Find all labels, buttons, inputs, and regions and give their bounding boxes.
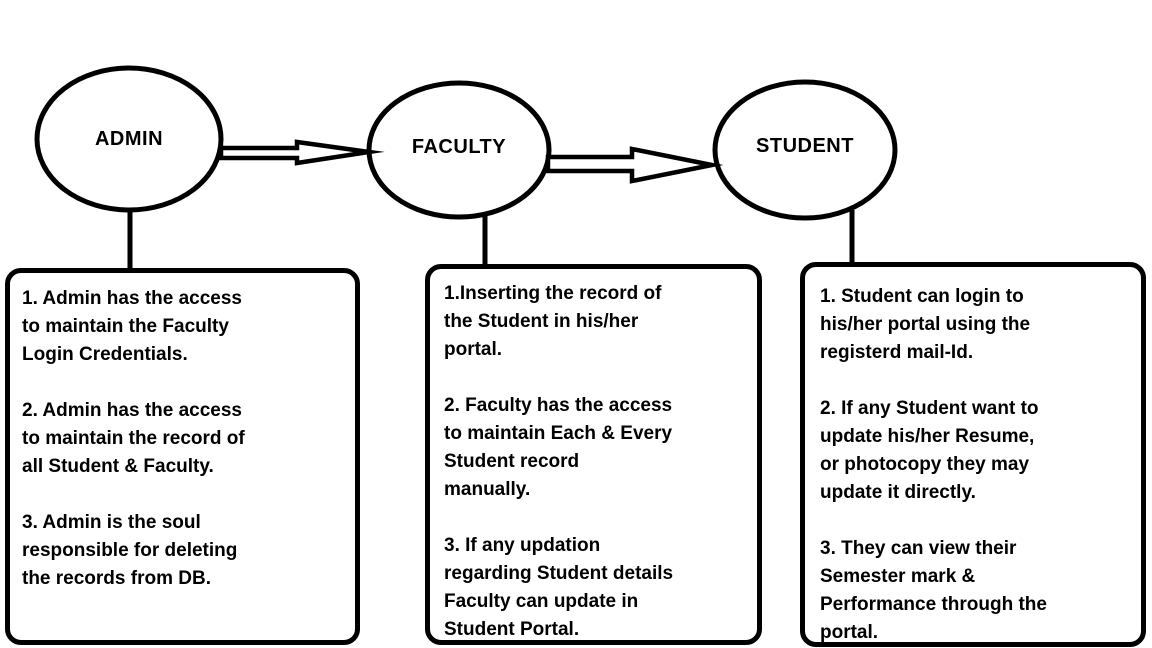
admin-note-1: 1. Admin has the access to maintain the … <box>22 288 243 365</box>
faculty-note-1: 1.Inserting the record of the Student in… <box>444 283 662 360</box>
faculty-notes-box: 1.Inserting the record of the Student in… <box>425 264 762 645</box>
student-ellipse <box>712 79 898 221</box>
faculty-note-2: 2. Faculty has the access to maintain Ea… <box>444 395 673 500</box>
admin-note-2: 2. Admin has the access to maintain the … <box>22 400 245 477</box>
arrow-admin-to-faculty-icon <box>218 139 385 166</box>
arrow-faculty-to-student-icon <box>545 146 724 184</box>
student-note-3: 3. They can view their Semester mark & P… <box>820 538 1047 643</box>
entity-student-label: STUDENT <box>756 135 854 157</box>
admin-note-3: 3. Admin is the soul responsible for del… <box>22 512 238 589</box>
faculty-note-3: 3. If any updation regarding Student det… <box>444 535 674 640</box>
entity-faculty-label: FACULTY <box>411 136 507 158</box>
entity-admin-label: ADMIN <box>94 128 164 150</box>
student-note-2: 2. If any Student want to update his/her… <box>820 398 1039 503</box>
admin-ellipse <box>34 65 224 213</box>
admin-notes-box: 1. Admin has the access to maintain the … <box>5 268 360 645</box>
student-notes-box: 1. Student can login to his/her portal u… <box>800 262 1146 647</box>
student-note-1: 1. Student can login to his/her portal u… <box>820 286 1031 363</box>
